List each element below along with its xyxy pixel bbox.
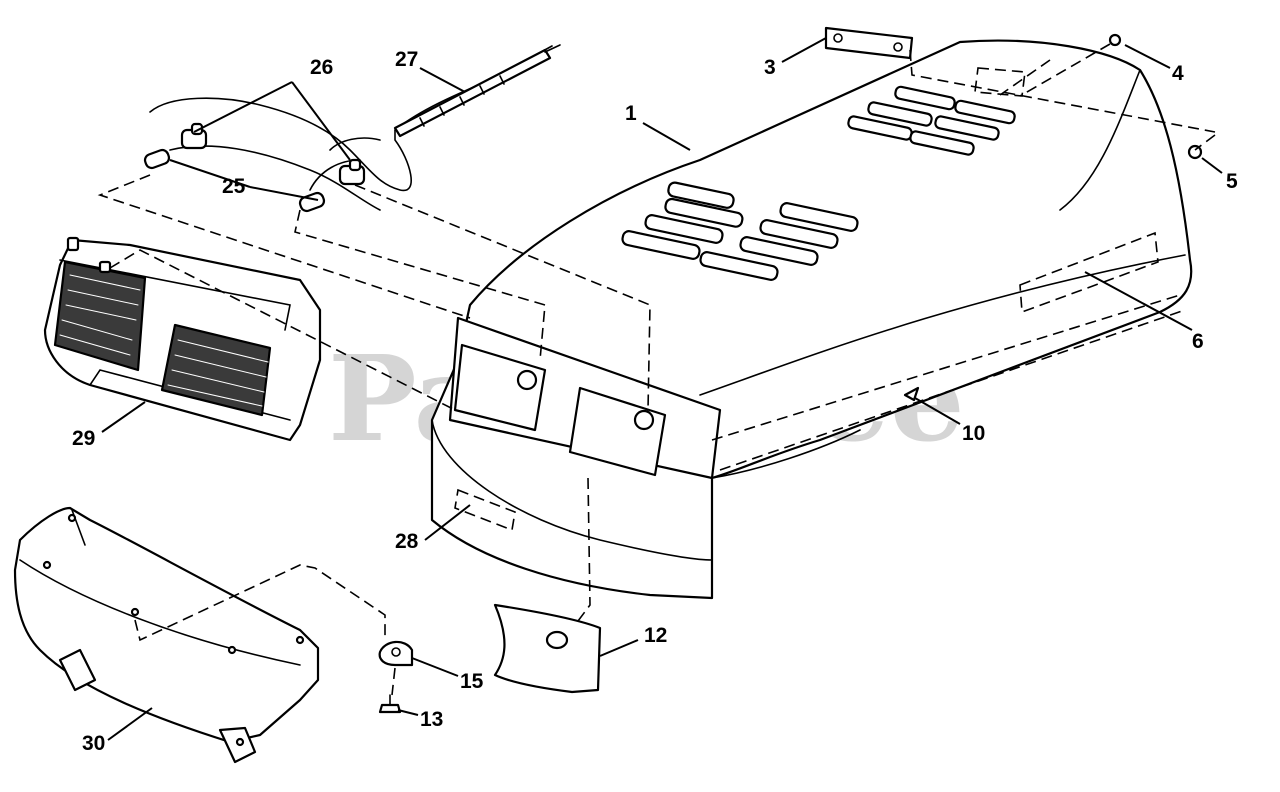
vents-front — [621, 181, 859, 281]
callout-26: 26 — [310, 56, 333, 79]
callout-5: 5 — [1226, 170, 1238, 193]
socket-part-26-a[interactable] — [180, 122, 208, 150]
callout-15: 15 — [460, 670, 484, 693]
screw-part-13[interactable] — [378, 694, 402, 714]
callout-6: 6 — [1192, 330, 1204, 353]
nut-part-5[interactable] — [1187, 144, 1203, 160]
bracket-part-15[interactable] — [378, 640, 414, 667]
bumper-part-30[interactable] — [13, 506, 320, 764]
clip-part-10[interactable] — [903, 386, 920, 402]
socket-part-26-b[interactable] — [338, 158, 366, 186]
lower-side-decal-outline — [711, 294, 1181, 441]
side-decal-outline — [1019, 231, 1159, 314]
hood[interactable] — [430, 39, 1193, 600]
callout-4: 4 — [1172, 62, 1184, 85]
callout-10: 10 — [962, 422, 985, 445]
bulb-part-25-b[interactable] — [298, 191, 326, 213]
screw-part-4[interactable] — [1108, 33, 1122, 47]
callout-12: 12 — [644, 624, 667, 647]
callout-27: 27 — [395, 48, 418, 71]
leader-lines — [101, 37, 1223, 741]
callout-1: 1 — [625, 102, 637, 125]
grille-part-29[interactable] — [43, 236, 322, 442]
bulb-part-25-a[interactable] — [143, 148, 171, 170]
vents-rear — [847, 85, 1016, 156]
callout-3: 3 — [764, 56, 776, 79]
front-decal-outline — [454, 488, 516, 532]
callout-28: 28 — [395, 530, 419, 553]
hood-bottom-edge — [719, 309, 1186, 471]
bracket-part-3[interactable] — [824, 26, 914, 60]
callout-25: 25 — [222, 175, 246, 198]
callout-labels: 1 3 4 5 6 10 12 13 15 25 26 27 28 29 30 — [72, 48, 1238, 755]
callout-30: 30 — [82, 732, 105, 755]
callout-13: 13 — [420, 708, 443, 731]
cover-part-12[interactable] — [493, 603, 602, 694]
callout-29: 29 — [72, 427, 95, 450]
